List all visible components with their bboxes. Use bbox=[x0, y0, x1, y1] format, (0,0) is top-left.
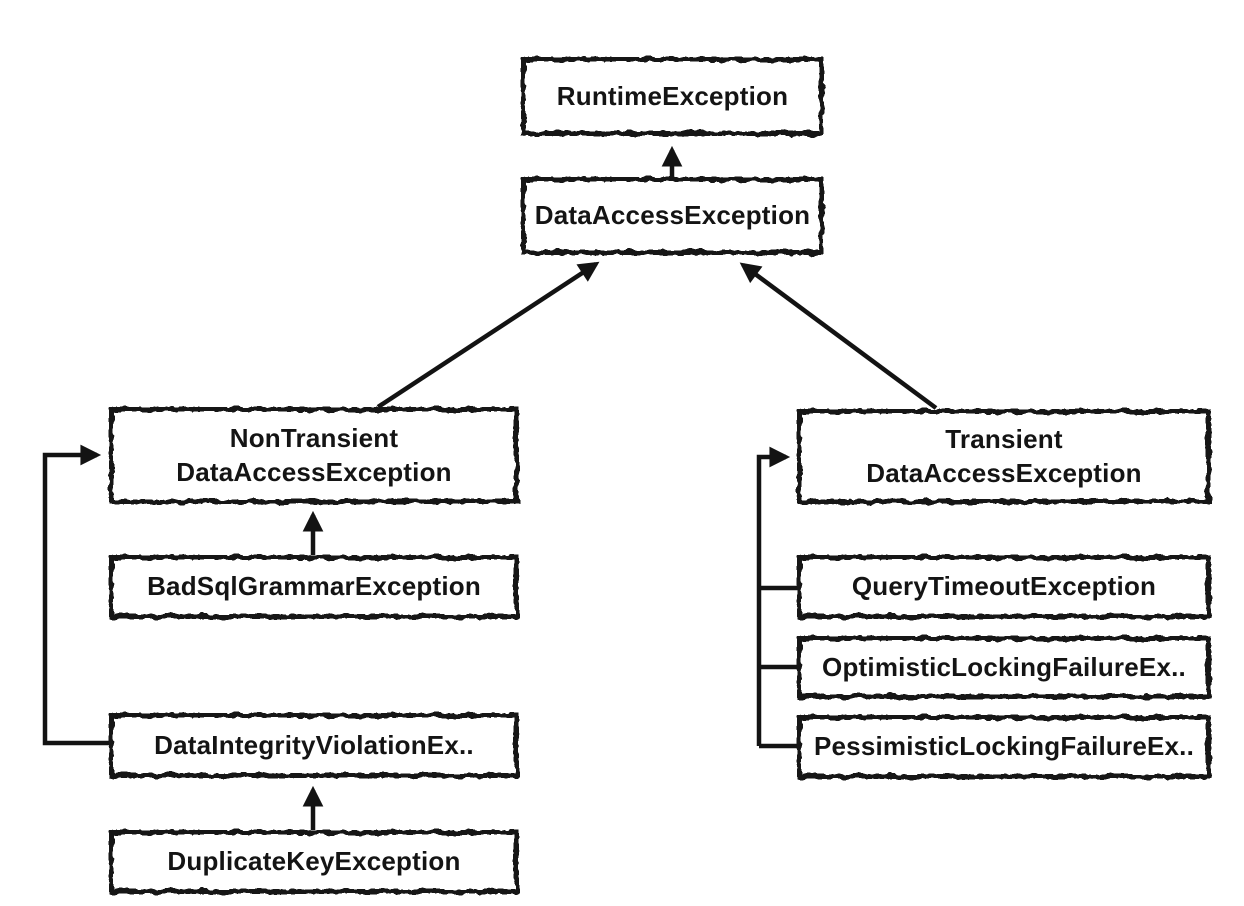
node-pessimistic-locking-failure-exception: PessimisticLockingFailureEx.. bbox=[798, 716, 1210, 778]
edge-bracket-to-transient-arrow bbox=[756, 446, 791, 746]
edge-dataintegrity-to-nontransient-arrow bbox=[42, 444, 110, 746]
node-label: QueryTimeoutException bbox=[851, 571, 1157, 602]
node-label: DataAccessException bbox=[534, 200, 811, 231]
node-query-timeout-exception: QueryTimeoutException bbox=[798, 556, 1210, 618]
node-non-transient-data-access-exception: NonTransient DataAccessException bbox=[110, 408, 518, 503]
edge-transient-to-dataaccess-arrow bbox=[739, 262, 938, 410]
node-bad-sql-grammar-exception: BadSqlGrammarException bbox=[110, 556, 518, 618]
node-label: OptimisticLockingFailureEx.. bbox=[822, 651, 1186, 682]
node-label: DuplicateKeyException bbox=[167, 846, 461, 877]
node-label: RuntimeException bbox=[556, 80, 789, 111]
node-duplicate-key-exception: DuplicateKeyException bbox=[110, 831, 518, 893]
node-data-integrity-violation-exception: DataIntegrityViolationEx.. bbox=[110, 714, 518, 777]
node-runtime-exception: RuntimeException bbox=[522, 58, 823, 135]
node-optimistic-locking-failure-exception: OptimisticLockingFailureEx.. bbox=[798, 637, 1210, 698]
node-label: BadSqlGrammarException bbox=[147, 571, 481, 602]
edge-nontransient-to-dataaccess-arrow bbox=[376, 261, 600, 409]
node-label: DataIntegrityViolationEx.. bbox=[154, 729, 474, 760]
node-label: Transient DataAccessException bbox=[866, 423, 1142, 488]
node-label: PessimisticLockingFailureEx.. bbox=[813, 731, 1195, 762]
node-label: NonTransient DataAccessException bbox=[176, 422, 452, 487]
node-transient-data-access-exception: Transient DataAccessException bbox=[798, 410, 1210, 503]
node-data-access-exception: DataAccessException bbox=[522, 178, 823, 254]
